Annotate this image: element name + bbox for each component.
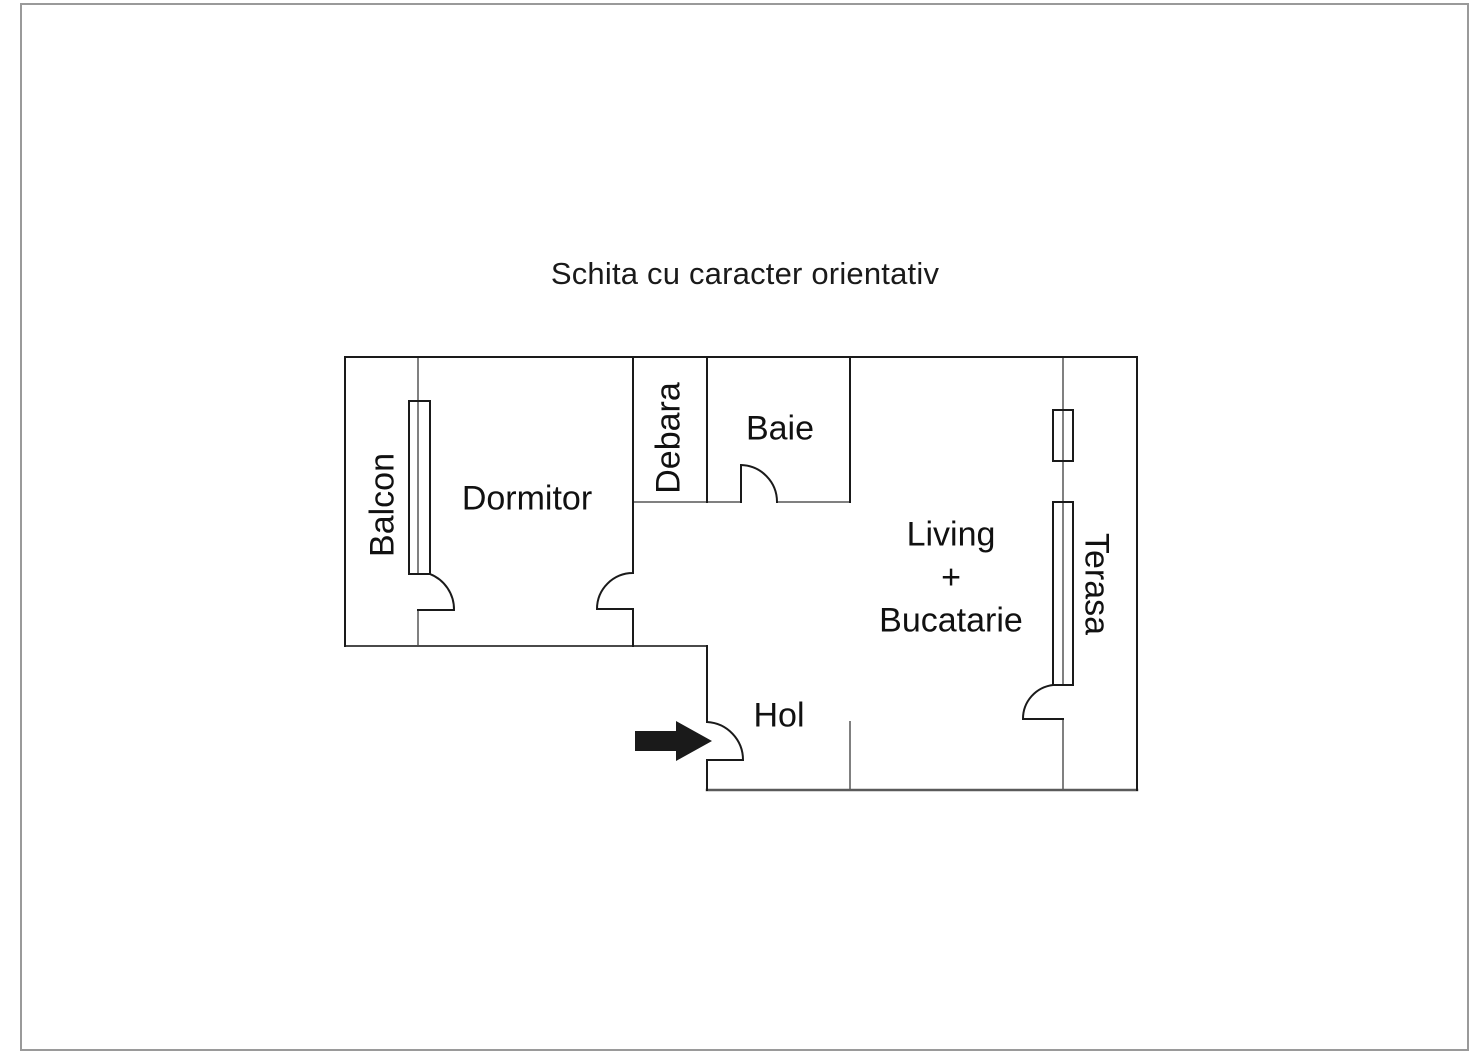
room-label-living-bucatarie: Living + Bucatarie (879, 514, 1023, 643)
page-title: Schita cu caracter orientativ (550, 256, 940, 291)
terasa-window-small (1052, 409, 1074, 462)
room-label-dormitor: Dormitor (461, 479, 593, 518)
room-label-baie: Baie (745, 409, 815, 448)
baie-door-swing (740, 463, 779, 504)
page-border (20, 3, 1469, 1051)
terasa-door-swing (1021, 683, 1064, 720)
terasa-window-large (1052, 501, 1074, 686)
entrance-door-swing (706, 645, 745, 791)
outer-walls (344, 356, 1138, 791)
room-label-hol: Hol (753, 696, 805, 735)
room-label-debara: Debara (649, 382, 688, 494)
room-label-terasa: Terasa (1077, 532, 1116, 636)
room-label-living-line3: Bucatarie (879, 601, 1023, 640)
balcon-window (408, 400, 431, 575)
dormitor-wall-with-door (595, 356, 634, 647)
room-label-living-line1: Living (906, 515, 996, 554)
room-label-balcon: Balcon (363, 453, 402, 557)
room-label-living-line2: + (941, 558, 961, 597)
entrance-arrow-icon (635, 721, 712, 761)
balcon-door-swing (417, 572, 456, 611)
